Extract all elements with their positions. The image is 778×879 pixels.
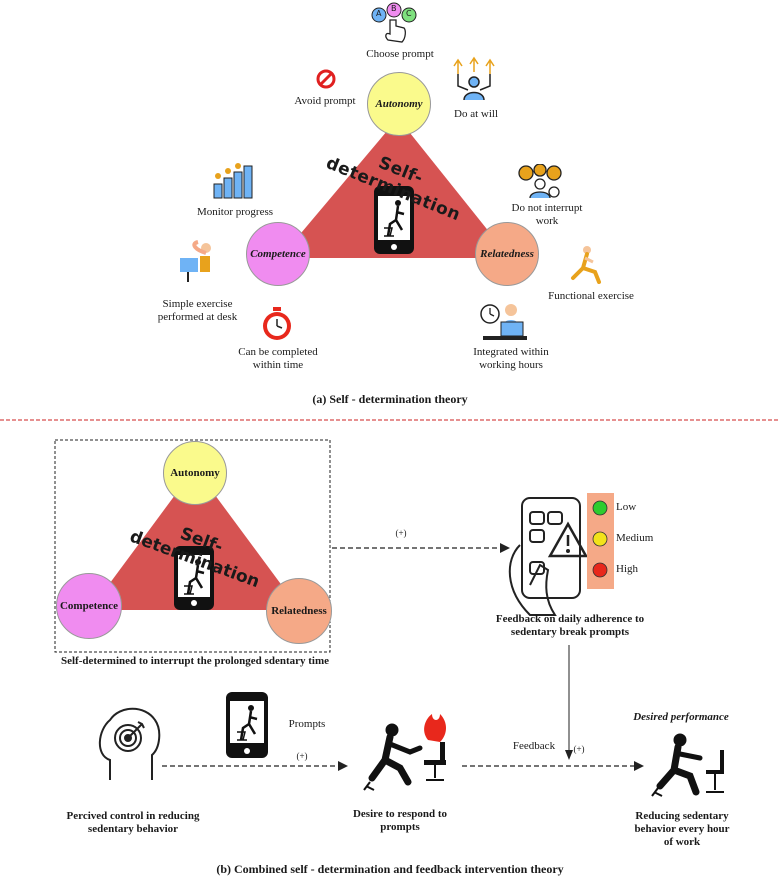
autonomy-node-b: Autonomy <box>163 441 227 505</box>
feedback-label: Feedback <box>512 740 556 752</box>
arrowhead-to-feedback <box>500 543 510 553</box>
plus-left: (+) <box>296 751 308 761</box>
interrupt-work-icon <box>516 163 564 200</box>
feedback-caption: Feedback on daily adherence to sedentary… <box>495 613 645 638</box>
perceived-control-label: Percived control in reducing sedentary b… <box>66 810 200 835</box>
chair-fire-icon <box>424 714 446 781</box>
autonomy-label-a: Autonomy <box>375 98 423 110</box>
head-target-icon <box>98 707 161 780</box>
phone-icon-a <box>374 186 414 254</box>
choose-letter-a: A <box>376 9 382 18</box>
arrowhead-desire-to-performance <box>634 761 644 771</box>
choose-prompt-label: Choose prompt <box>366 48 434 60</box>
desired-performance-label: Desired performance <box>633 711 729 723</box>
traffic-light-medium <box>592 531 608 547</box>
stopwatch-icon <box>260 306 294 342</box>
integrated-working-hours-label: Integrated within working hours <box>473 346 549 371</box>
self-determination-box <box>54 439 331 653</box>
do-not-interrupt-label: Do not interrupt work <box>511 202 583 227</box>
abc-hand-icon: A B C <box>368 2 420 44</box>
traffic-light-high <box>592 562 608 578</box>
do-at-will-label: Do at will <box>454 108 498 120</box>
choose-letter-c: C <box>406 9 412 18</box>
simple-exercise-label: Simple exercise performed at desk <box>157 298 238 323</box>
person-stretching-icon <box>363 723 423 791</box>
relatedness-label-b: Relatedness <box>271 605 327 617</box>
competence-label-b: Competence <box>59 600 119 612</box>
box-caption: Self-determined to interrupt the prolong… <box>60 655 330 667</box>
autonomy-node-a: Autonomy <box>367 72 431 136</box>
avoid-prompt-label: Avoid prompt <box>294 95 356 107</box>
autonomy-label-b: Autonomy <box>170 467 220 479</box>
competence-node-b: Competence <box>56 573 122 639</box>
caption-b: (b) Combined self - determination and fe… <box>216 862 564 876</box>
self-determination-triangle-b <box>90 468 300 610</box>
plus-top: (+) <box>395 528 407 538</box>
progress-chart-icon <box>210 162 254 200</box>
choices-person-icon <box>448 56 500 102</box>
competence-label-a: Competence <box>250 248 306 260</box>
traffic-high-label: High <box>616 563 638 575</box>
relatedness-node-b: Relatedness <box>266 578 332 644</box>
working-hours-icon <box>479 300 529 342</box>
traffic-medium-label: Medium <box>616 532 654 544</box>
caption-a: (a) Self - determination theory <box>312 392 468 406</box>
plus-right: (+) <box>573 744 585 754</box>
functional-exercise-icon <box>567 244 603 284</box>
choose-letter-b: B <box>391 4 397 13</box>
functional-exercise-label: Functional exercise <box>548 290 634 302</box>
monitor-progress-label: Monitor progress <box>196 206 274 218</box>
traffic-low-label: Low <box>616 501 637 513</box>
relatedness-label-a: Relatedness <box>480 248 534 260</box>
prompts-label: Prompts <box>288 718 326 730</box>
arrowhead-feedback-down <box>565 750 573 760</box>
prohibited-icon <box>315 68 337 90</box>
feedback-phone-icon <box>508 497 589 616</box>
completed-within-time-label: Can be completed within time <box>238 346 318 371</box>
person-lunge-icon <box>651 733 724 797</box>
traffic-light-low <box>592 500 608 516</box>
desk-exercise-icon <box>176 240 216 284</box>
phone-icon-b <box>174 546 214 610</box>
desire-label: Desire to respond to prompts <box>352 808 447 833</box>
competence-node-a: Competence <box>246 222 310 286</box>
prompts-phone-icon <box>226 692 268 758</box>
relatedness-node-a: Relatedness <box>475 222 539 286</box>
reducing-label: Reducing sedentary behavior every hour o… <box>634 810 730 848</box>
arrowhead-control-to-desire <box>338 761 348 771</box>
